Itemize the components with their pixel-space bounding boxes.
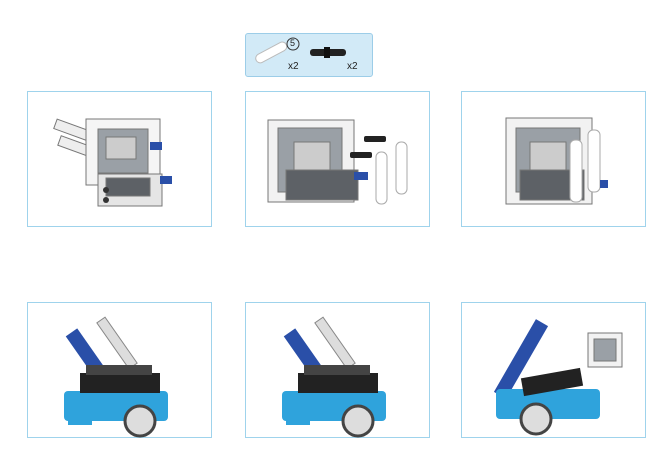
beam-count: 5 (290, 38, 296, 48)
step-4-panel (27, 302, 212, 438)
step-5-illustration (282, 316, 386, 438)
beam-quantity: x2 (288, 61, 299, 72)
count-circle-icon (286, 37, 300, 51)
step-4-illustration (64, 316, 168, 438)
step-6-illustration (493, 319, 623, 436)
step-3-panel (461, 91, 646, 227)
step-1-illustration (53, 118, 172, 207)
step-2-panel (245, 91, 430, 227)
step-3-illustration (505, 117, 608, 205)
step-1-panel (27, 91, 212, 227)
white-beam-icon (255, 41, 288, 64)
step-5-panel (245, 302, 430, 438)
step-6-panel (461, 302, 646, 438)
parts-callout: 5 x2 x2 (245, 33, 373, 77)
parts-callout-art (255, 37, 346, 64)
pin-quantity: x2 (347, 61, 358, 72)
step-2-illustration (267, 119, 408, 205)
black-pin-icon (310, 47, 346, 58)
